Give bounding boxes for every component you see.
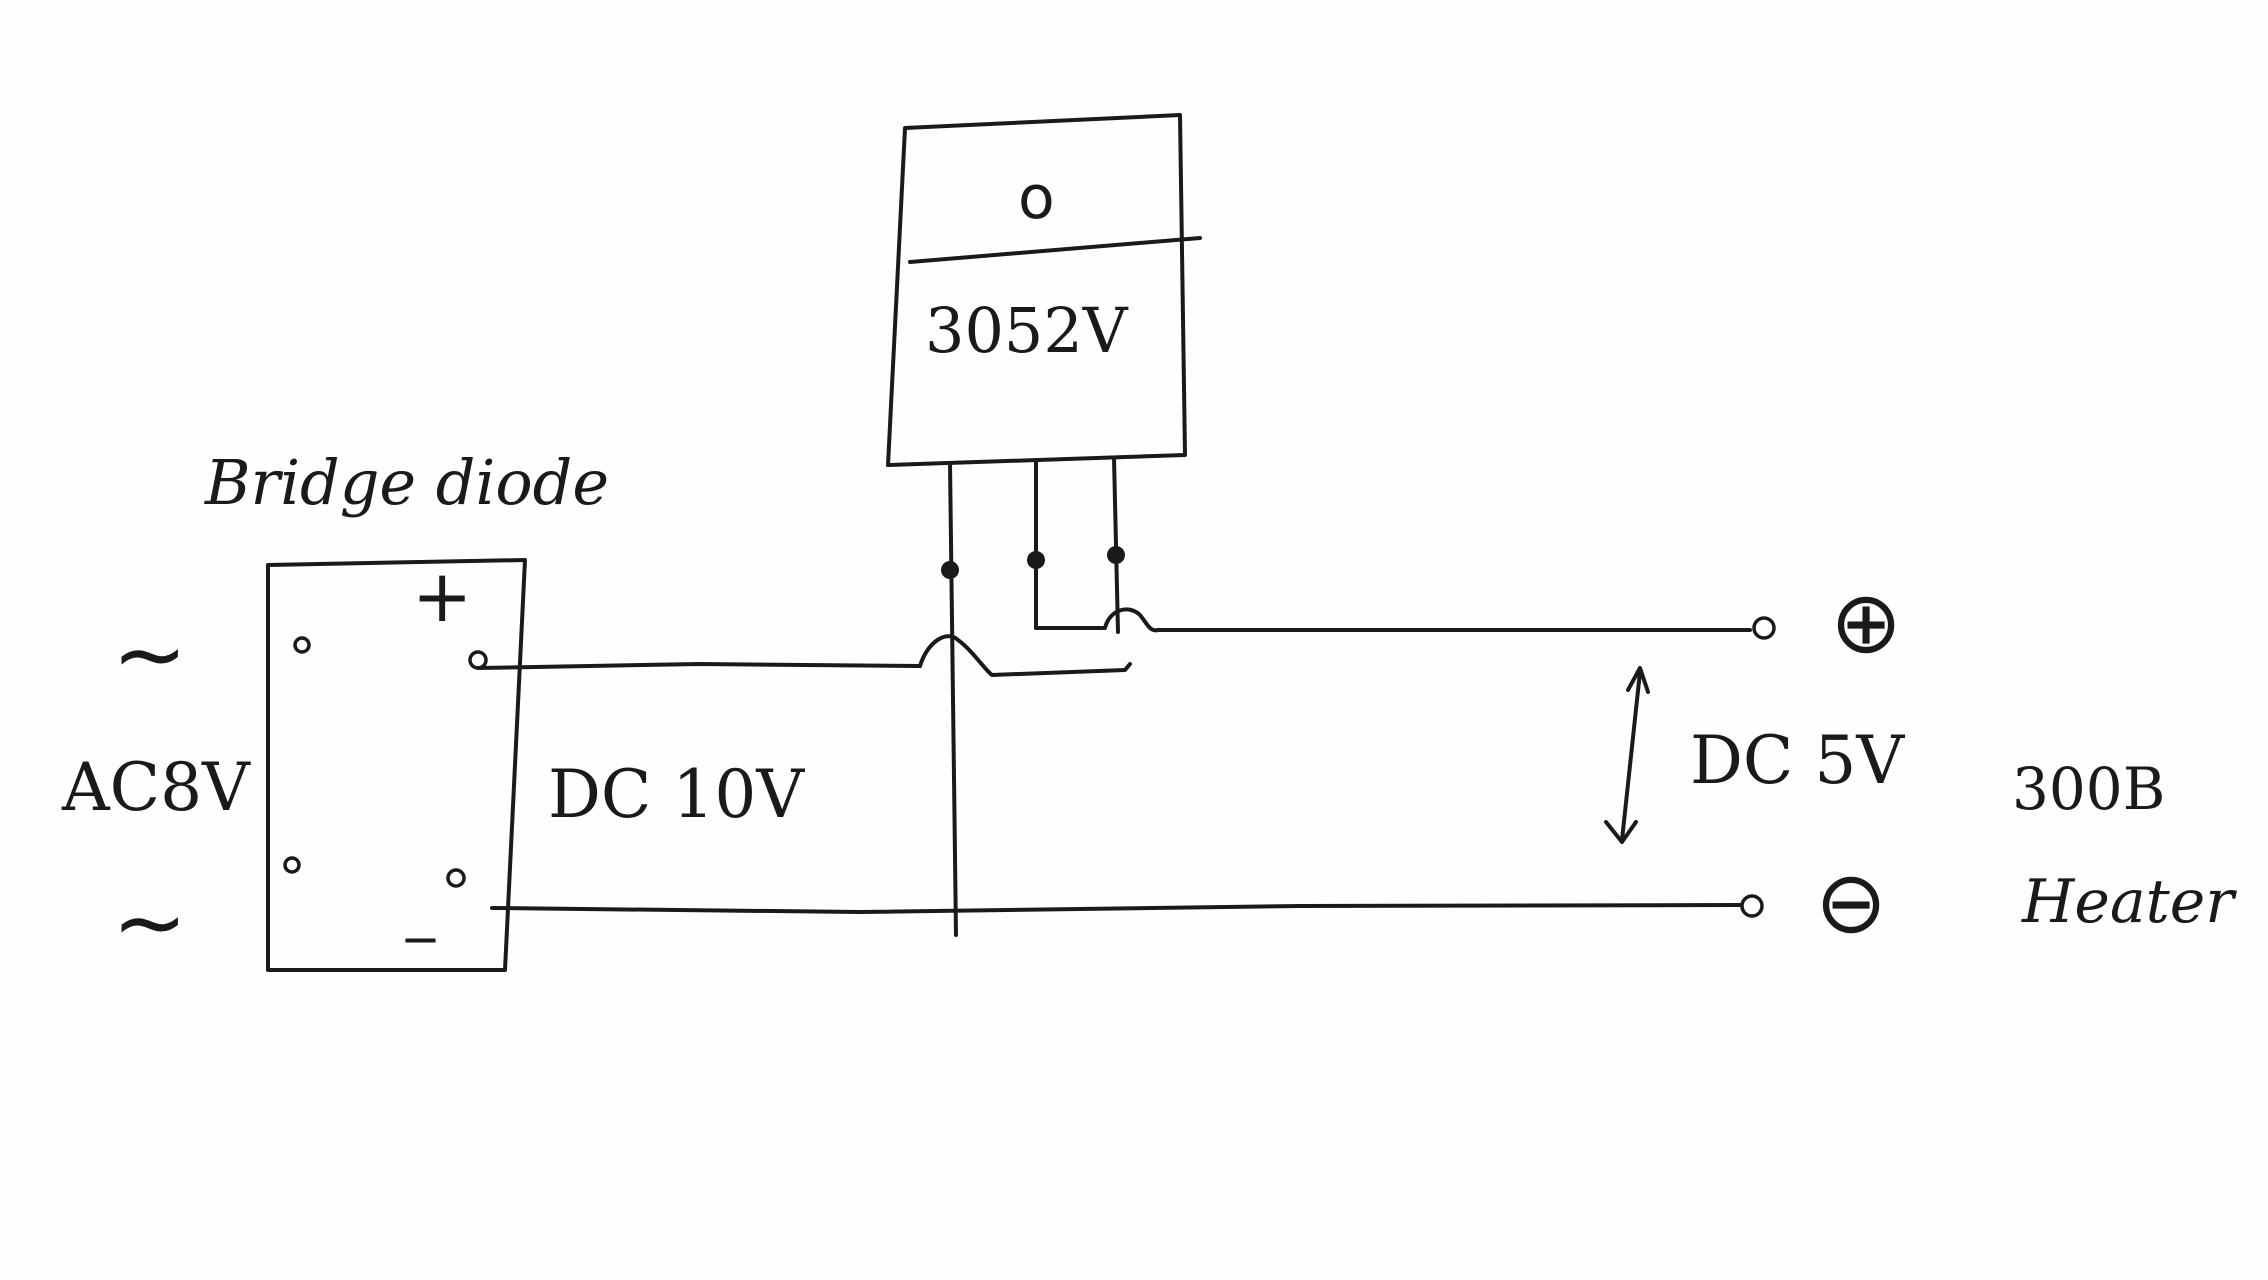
regulator-body [886,113,1187,467]
ac-symbol-top: ~ [112,602,188,707]
dc-10v-label: DC 10V [548,756,805,833]
regulator-lead-in [948,461,958,937]
dc-5v-label: DC 5V [1690,722,1905,799]
plus-circle-icon: ⊕ [1830,573,1903,673]
voltage-arrow-head-top [1626,666,1650,694]
voltage-arrow-shaft [1620,670,1642,842]
solder-dot-out [1107,546,1125,564]
solder-dot-gnd [1027,551,1045,569]
bridge-diode-block [266,558,527,972]
bridge-plus-mark: + [412,554,473,638]
wire-ground-return [490,903,1742,914]
bridge-terminal-plus [468,650,488,670]
minus-circle-icon: ⊖ [1815,853,1888,953]
solder-dot-in [941,561,959,579]
wire-dc10v-positive [476,634,1132,677]
bridge-minus-mark: _ [406,875,435,943]
bridge-terminal-minus [446,868,466,888]
output-terminal-plus [1752,616,1776,640]
ac-symbol-bottom: ~ [112,870,188,975]
load-label-300b: 300B [2012,755,2166,823]
wire-gnd-to-output [1034,607,1752,633]
regulator-hole-mark: o [1018,163,1055,233]
ac-input-label: AC8V [62,749,250,826]
regulator-tab-line [908,236,1202,264]
regulator-lead-out [1112,456,1120,634]
regulator-part-label: 3052V [925,294,1128,367]
bridge-diode-title: Bridge diode [205,446,610,519]
output-terminal-minus [1740,894,1764,918]
bridge-terminal-ac2 [283,856,301,874]
bridge-terminal-ac1 [293,636,311,654]
load-label-heater: Heater [2022,867,2234,937]
voltage-arrow-head-bottom [1604,820,1638,844]
